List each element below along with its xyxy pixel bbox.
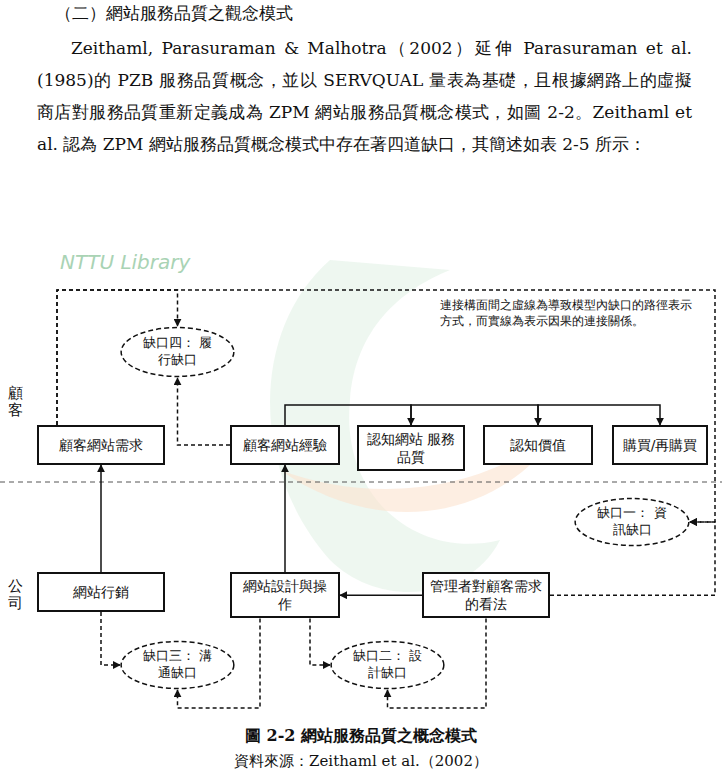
gap-path [101, 612, 120, 665]
node-text: 顧客網站需求 [59, 436, 143, 454]
node-text: 購買/再購買 [623, 436, 698, 454]
node-text: 認知網站 服務品質 [365, 430, 457, 466]
gap-path [310, 618, 330, 665]
node-text: 缺口四： 履行缺口 [140, 335, 215, 369]
body-paragraph: Zeithaml, Parasuraman & Malhotra（2002）延伸… [37, 32, 692, 160]
gap-path [178, 378, 231, 445]
side-label: 顧客 [8, 385, 23, 418]
causal-link [411, 405, 538, 425]
gap-ellipse: 缺口一： 資訊缺口 [574, 497, 690, 547]
causal-link [285, 405, 411, 425]
process-box: 購買/再購買 [612, 425, 708, 465]
side-divider [0, 482, 722, 483]
figure-caption: 圖 2-2 網站服務品質之概念模式 [0, 726, 722, 747]
process-box: 認知價值 [483, 425, 593, 465]
node-text: 網站設計與操作 [238, 577, 332, 613]
side-label: 公司 [8, 578, 23, 611]
node-text: 認知價值 [510, 436, 566, 454]
node-text: 缺口二： 設計缺口 [350, 648, 425, 682]
node-text: 顧客網站經驗 [243, 436, 327, 454]
process-box: 網站行銷 [37, 572, 165, 612]
process-box: 顧客網站需求 [37, 425, 165, 465]
source-note: 資料來源：Zeithaml et al.（2002） [0, 752, 722, 771]
diagram-note: 連接構面間之虛線為導致模型內缺口的路徑表示方式，而實線為表示因果的連接關係。 [440, 297, 702, 329]
node-text: 缺口一： 資訊缺口 [594, 505, 670, 539]
causal-link [100, 465, 102, 572]
process-box: 顧客網站經驗 [230, 425, 340, 465]
gap-ellipse: 缺口三： 溝通缺口 [120, 640, 235, 690]
node-text: 管理者對顧客需求的看法 [430, 577, 542, 613]
section-heading: （二）網站服務品質之觀念模式 [55, 2, 293, 25]
watermark: NTTU Library [60, 250, 190, 274]
causal-link [538, 405, 660, 425]
process-box: 管理者對顧客需求的看法 [422, 572, 550, 618]
process-box: 網站設計與操作 [230, 572, 340, 618]
gap-path [57, 290, 715, 522]
gap-ellipse: 缺口二： 設計缺口 [330, 640, 445, 690]
causal-link [284, 465, 286, 572]
node-text: 缺口三： 溝通缺口 [140, 648, 215, 682]
process-box: 認知網站 服務品質 [357, 425, 465, 471]
gap-ellipse: 缺口四： 履行缺口 [120, 326, 235, 378]
node-text: 網站行銷 [73, 583, 129, 601]
causal-link [340, 594, 422, 596]
